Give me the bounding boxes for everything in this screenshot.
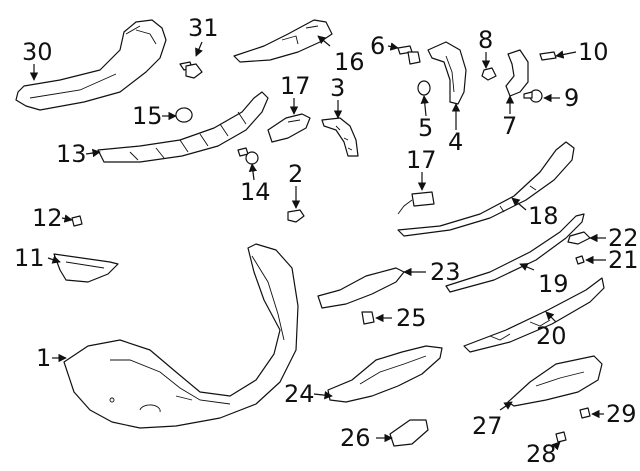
part-17-upper-bracket xyxy=(267,113,311,143)
part-27-skid-plate xyxy=(507,355,603,407)
part-25-screw xyxy=(361,311,375,325)
callout-11: 11 xyxy=(14,244,45,272)
part-9-bolt xyxy=(523,89,543,103)
callout-8: 8 xyxy=(478,26,493,54)
callout-22: 22 xyxy=(608,224,639,252)
part-26-bracket xyxy=(389,419,429,447)
callout-20: 20 xyxy=(536,322,567,350)
callout-24: 24 xyxy=(284,380,315,408)
part-12-clip xyxy=(71,215,83,227)
callout-15: 15 xyxy=(132,102,163,130)
callout-18: 18 xyxy=(528,202,559,230)
callout-3: 3 xyxy=(330,74,345,102)
part-15-clip xyxy=(175,107,193,123)
part-22-clip xyxy=(567,231,591,245)
part-24-lower-absorber xyxy=(327,345,443,403)
part-21-screw xyxy=(575,255,585,265)
callout-28: 28 xyxy=(526,440,557,468)
callout-6: 6 xyxy=(370,32,385,60)
part-29-screw xyxy=(579,407,591,419)
callout-14: 14 xyxy=(240,178,271,206)
leader-lines xyxy=(29,35,606,451)
callout-2: 2 xyxy=(288,160,303,188)
callout-5: 5 xyxy=(418,114,433,142)
callout-4: 4 xyxy=(448,128,463,156)
part-3-strip xyxy=(321,117,359,157)
callout-10: 10 xyxy=(578,38,609,66)
callout-25: 25 xyxy=(396,304,427,332)
part-8-nut xyxy=(481,67,497,81)
part-5-retainer xyxy=(417,80,431,96)
part-17-sensor xyxy=(397,191,435,215)
part-16-bracket xyxy=(233,19,333,63)
part-19-lower-molding xyxy=(445,213,585,293)
callout-19: 19 xyxy=(538,270,569,298)
callout-26: 26 xyxy=(340,424,371,452)
part-23-guide-bracket xyxy=(317,267,405,309)
callout-17-lower: 17 xyxy=(406,146,437,174)
part-18-upper-molding xyxy=(397,141,575,237)
part-1-bumper-cover xyxy=(63,243,299,429)
part-31-screw xyxy=(179,61,203,79)
callout-1: 1 xyxy=(36,344,51,372)
part-6-bolt xyxy=(397,45,421,65)
part-2-clip xyxy=(287,209,305,223)
callout-30: 30 xyxy=(22,38,53,66)
callout-9: 9 xyxy=(564,84,579,112)
callout-labels: 30 31 16 17 3 15 13 14 2 6 5 4 8 7 10 9 … xyxy=(14,14,639,468)
part-7-guide-bracket xyxy=(505,49,529,97)
callout-29: 29 xyxy=(606,400,637,428)
callout-17-upper: 17 xyxy=(280,72,311,100)
part-20-diffuser-trim xyxy=(463,277,605,353)
callout-31: 31 xyxy=(188,14,219,42)
part-13-energy-absorber xyxy=(97,91,269,163)
callout-27: 27 xyxy=(472,412,503,440)
callout-21: 21 xyxy=(608,246,639,274)
part-14-bolt xyxy=(237,147,259,165)
part-11-reflector xyxy=(53,253,119,283)
callout-16: 16 xyxy=(334,48,365,76)
part-10-screw xyxy=(539,51,557,61)
part-28-screw xyxy=(555,431,567,443)
callout-23: 23 xyxy=(430,258,461,286)
part-30-upper-bracket xyxy=(15,19,167,111)
callout-7: 7 xyxy=(502,112,517,140)
part-4-side-bracket xyxy=(427,41,467,105)
callout-12: 12 xyxy=(32,204,63,232)
callout-13: 13 xyxy=(56,140,87,168)
